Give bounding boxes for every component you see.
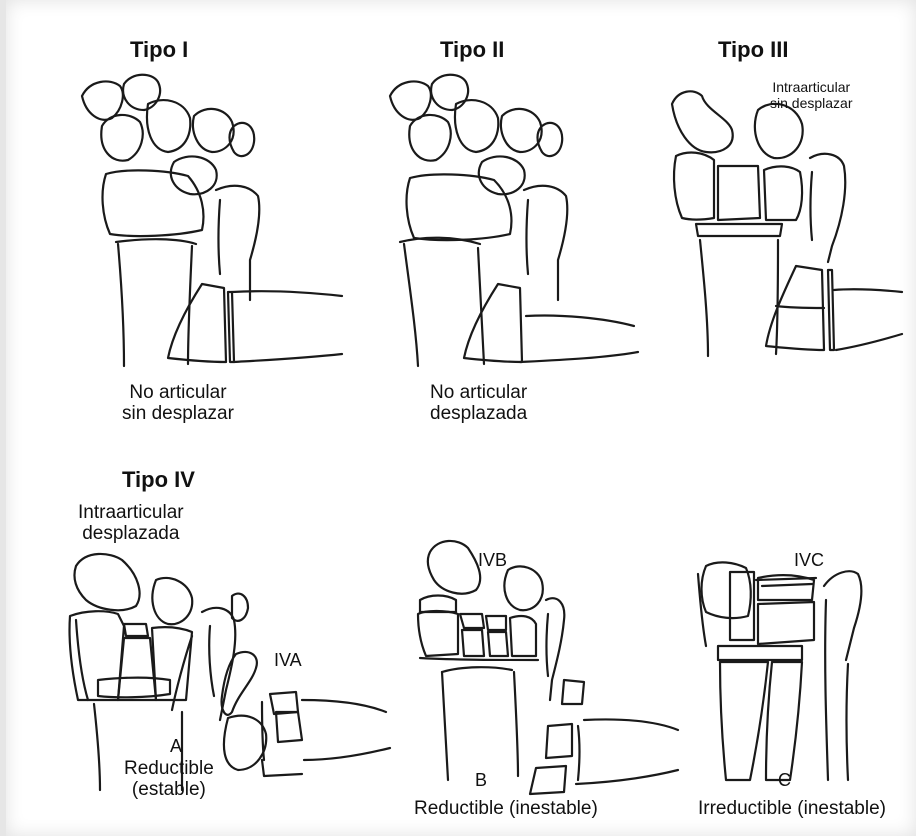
tipo-4-title: Tipo IV: [122, 468, 195, 493]
tipo-4-subtitle: Intraarticular desplazada: [78, 502, 184, 545]
tipo-2-title: Tipo II: [440, 38, 504, 63]
tipo-1-caption-line1: No articular: [122, 382, 234, 403]
iva-tag: IVA: [274, 650, 302, 670]
tipo-4a-wrist-drawing: [69, 554, 390, 790]
tipo-3-note: Intraarticular sin desplazar: [770, 80, 853, 111]
iva-caption: Reductible (estable): [124, 758, 214, 801]
tipo-2-wrist-drawing: [390, 75, 638, 366]
ivc-caption: Irreductible (inestable): [698, 798, 886, 819]
tipo-4-subtitle-line2: desplazada: [78, 523, 184, 544]
tipo-3-note-line1: Intraarticular: [770, 80, 853, 96]
tipo-1-wrist-drawing: [82, 75, 342, 366]
tipo-2-caption: No articular desplazada: [430, 382, 527, 425]
ivb-tag: IVB: [478, 550, 507, 570]
tipo-4b-wrist-drawing: [418, 541, 678, 794]
ivc-tag: IVC: [794, 550, 824, 570]
ivb-caption: Reductible (inestable): [414, 798, 598, 819]
ivc-letter: C: [778, 770, 791, 790]
tipo-1-title: Tipo I: [130, 38, 188, 63]
tipo-3-note-line2: sin desplazar: [770, 96, 853, 112]
iva-caption-line1: Reductible: [124, 758, 214, 779]
ivb-letter: B: [475, 770, 487, 790]
tipo-3-title: Tipo III: [718, 38, 788, 63]
tipo-3-wrist-drawing: [672, 91, 902, 356]
tipo-4c-wrist-drawing: [698, 562, 861, 780]
iva-caption-line2: (estable): [124, 779, 214, 800]
tipo-2-caption-line1: No articular: [430, 382, 527, 403]
tipo-4-subtitle-line1: Intraarticular: [78, 502, 184, 523]
tipo-1-caption: No articular sin desplazar: [122, 382, 234, 425]
iva-letter: A: [170, 736, 182, 756]
tipo-2-caption-line2: desplazada: [430, 403, 527, 424]
tipo-1-caption-line2: sin desplazar: [122, 403, 234, 424]
